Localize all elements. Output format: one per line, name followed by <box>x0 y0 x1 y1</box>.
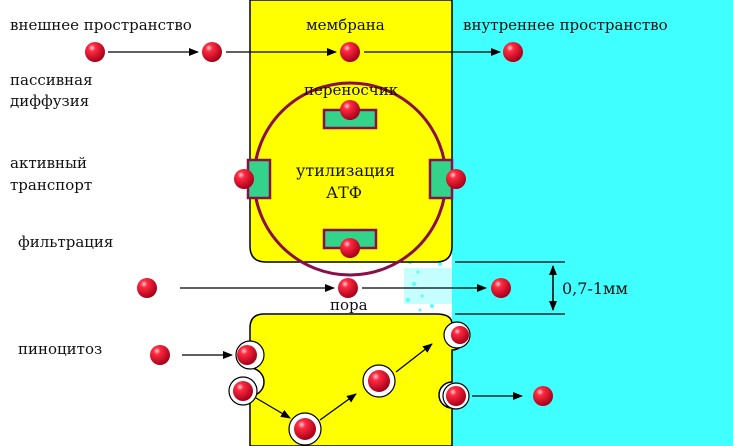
label-filtration: фильтрация <box>18 233 113 251</box>
molecule <box>446 386 466 406</box>
molecule <box>340 100 360 120</box>
molecule <box>85 42 105 62</box>
molecule <box>237 345 257 365</box>
label-passive-diffusion-1: пассивная <box>10 71 93 89</box>
arrow-pino-3 <box>319 393 357 421</box>
label-atp-1: утилизация <box>296 161 395 180</box>
membrane-upper <box>249 0 453 263</box>
molecule <box>233 381 253 401</box>
molecule <box>368 370 390 392</box>
molecule <box>294 418 316 440</box>
arrow-pino-4 <box>395 343 433 373</box>
label-atp-2: АТФ <box>326 183 362 202</box>
pore-size-bracket <box>455 261 565 315</box>
molecules <box>85 42 553 440</box>
label-active-transport-2: транспорт <box>10 176 92 194</box>
label-pore-size: 0,7-1мм <box>562 279 628 298</box>
molecule <box>503 42 523 62</box>
label-pinocytosis: пиноцитоз <box>18 340 102 358</box>
molecule <box>446 169 466 189</box>
molecule <box>137 278 157 298</box>
inner-space-region <box>452 0 733 446</box>
label-carrier: переносчик <box>304 81 399 99</box>
molecule <box>340 238 360 258</box>
pore-speckle <box>404 256 452 312</box>
label-outer-space: внешнее пространство <box>10 16 192 34</box>
molecule <box>234 169 254 189</box>
molecule <box>340 42 360 62</box>
molecule <box>202 42 222 62</box>
molecule <box>491 278 511 298</box>
arrow-pino-2 <box>255 397 291 419</box>
membrane-lower <box>249 313 466 446</box>
arrows <box>108 48 523 421</box>
molecule <box>338 278 358 298</box>
label-pore: пора <box>330 296 368 314</box>
label-passive-diffusion-2: диффузия <box>10 92 89 110</box>
molecule <box>150 345 170 365</box>
label-inner-space: внутреннее пространство <box>463 16 668 34</box>
molecule <box>533 386 553 406</box>
label-active-transport-1: активный <box>10 154 87 172</box>
molecule <box>451 326 469 344</box>
label-membrane: мембрана <box>306 16 385 34</box>
